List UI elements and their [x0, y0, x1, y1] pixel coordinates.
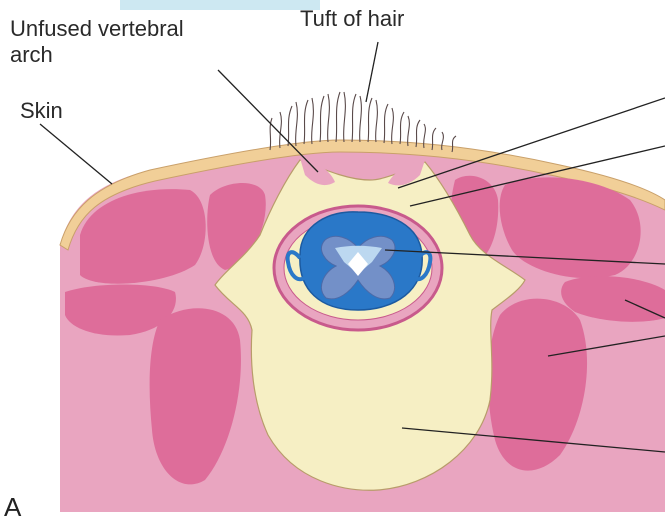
spina-bifida-occulta-diagram — [0, 0, 665, 512]
label-tuft-of-hair: Tuft of hair — [300, 6, 404, 32]
panel-letter: A — [4, 492, 21, 523]
label-unfused-vertebral-arch: Unfused vertebral arch — [10, 16, 184, 68]
label-skin: Skin — [20, 98, 63, 124]
diagram-stage: Unfused vertebral arch Tuft of hair Skin… — [0, 0, 665, 512]
